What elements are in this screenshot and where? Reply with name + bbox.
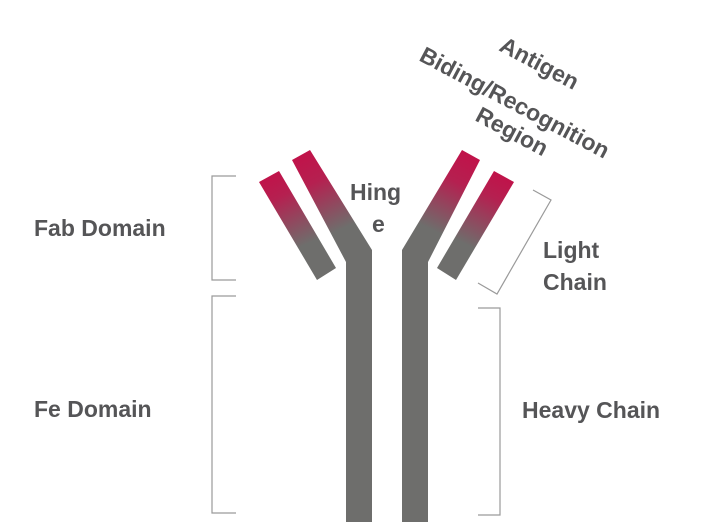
heavy-chain-bracket <box>478 307 501 516</box>
hinge-label-line2: e <box>372 211 385 237</box>
left-heavy-chain <box>292 150 372 522</box>
left-light-chain <box>259 171 336 280</box>
light-chain-bracket <box>477 189 552 295</box>
light-chain-label-line2: Chain <box>543 269 607 295</box>
fe-domain-bracket <box>211 295 236 514</box>
light-chain-label-line1: Light <box>543 237 600 263</box>
hinge-label-line1: Hing <box>350 179 401 205</box>
fab-domain-bracket <box>211 175 236 281</box>
right-heavy-chain <box>402 150 480 522</box>
fe-domain-label: Fe Domain <box>34 396 152 422</box>
right-light-chain <box>437 171 514 280</box>
fab-domain-label: Fab Domain <box>34 215 166 241</box>
heavy-chain-label: Heavy Chain <box>522 397 660 423</box>
